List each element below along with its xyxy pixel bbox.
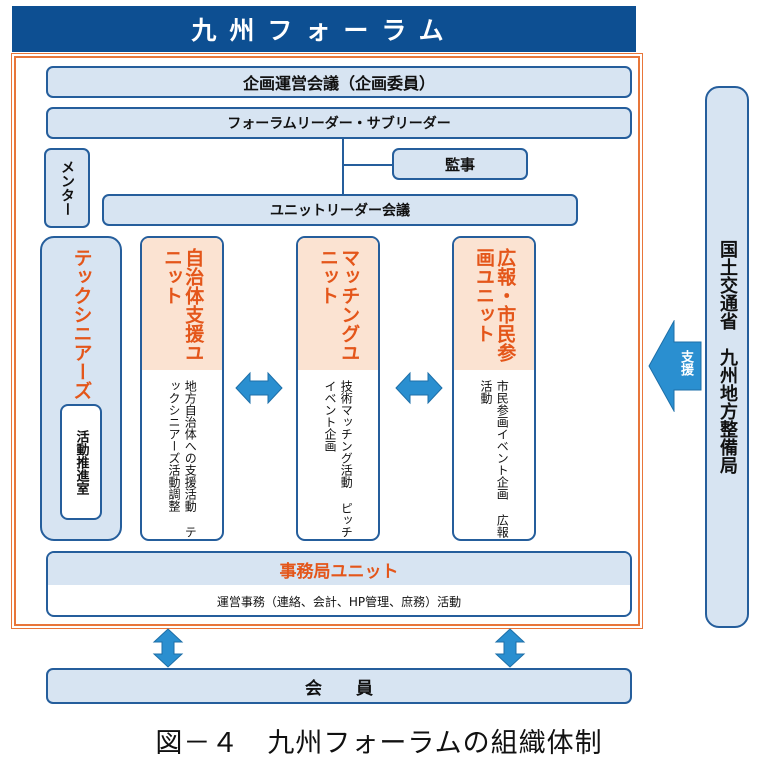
unit-matching: マッチングユニット 技術マッチング活動 ピッチイベント企画 (296, 236, 380, 541)
unit-pr-body: 市民参画イベント企画 広報活動 (454, 370, 534, 539)
secretariat-body: 運営事務（連絡、会計、HP管理、庶務）活動 (48, 585, 630, 615)
vertical-double-arrow-icon (494, 628, 526, 668)
secretariat-header: 事務局ユニット (48, 553, 630, 585)
figure-caption-text: 図－４ 九州フォーラムの組織体制 (155, 727, 603, 759)
unit-pr-desc: 市民参画イベント企画 広報活動 (479, 380, 510, 538)
auditor-label: 監事 (444, 155, 475, 174)
vertical-double-arrow-icon (152, 628, 184, 668)
support-label: 支援 (678, 350, 693, 376)
mentor-label: メンター (59, 160, 75, 216)
unit-leader-council-label: ユニットリーダー会議 (270, 203, 410, 219)
forum-frame (11, 53, 643, 629)
secretariat-title: 事務局ユニット (279, 561, 399, 582)
unit-pr-header: 広報・市民参画ユニット (454, 238, 534, 370)
auditor-box: 監事 (392, 148, 528, 180)
secretariat-desc: 運営事務（連絡、会計、HP管理、庶務）活動 (216, 594, 462, 609)
activity-promotion-label: 活動推進室 (73, 429, 89, 495)
unit-municipal-desc: 地方自治体への支援活動 テックシニアーズ活動調整 (167, 380, 198, 538)
unit-municipal-title: 自治体支援ユニット (161, 248, 205, 362)
unit-municipal-support: 自治体支援ユニット 地方自治体への支援活動 テックシニアーズ活動調整 (140, 236, 224, 541)
tech-seniors-label: テックシニアーズ (70, 248, 93, 400)
figure-caption: 図－４ 九州フォーラムの組織体制 (0, 720, 758, 760)
secretariat-box: 事務局ユニット 運営事務（連絡、会計、HP管理、庶務）活動 (46, 551, 632, 617)
support-arrow: 支援 (648, 320, 702, 412)
activity-promotion-box: 活動推進室 (60, 404, 102, 520)
unit-pr-civic: 広報・市民参画ユニット 市民参画イベント企画 広報活動 (452, 236, 536, 541)
double-arrow-icon (235, 371, 283, 405)
unit-matching-body: 技術マッチング活動 ピッチイベント企画 (298, 370, 378, 539)
members-label: 会 員 (305, 678, 373, 699)
unit-matching-header: マッチングユニット (298, 238, 378, 370)
auditor-connector (342, 164, 394, 166)
unit-leader-council-box: ユニットリーダー会議 (102, 194, 578, 226)
unit-pr-title: 広報・市民参画ユニット (473, 248, 517, 362)
trunk-line (342, 138, 344, 196)
double-arrow-icon (395, 371, 443, 405)
unit-municipal-header: 自治体支援ユニット (142, 238, 222, 370)
agency-label: 国土交通省 九州地方整備局 (717, 240, 738, 474)
agency-box: 国土交通省 九州地方整備局 (705, 86, 749, 628)
forum-leaders-box: フォーラムリーダー・サブリーダー (46, 107, 632, 139)
unit-matching-desc: 技術マッチング活動 ピッチイベント企画 (323, 380, 354, 538)
mentor-box: メンター (44, 148, 90, 228)
members-box: 会 員 (46, 668, 632, 704)
planning-council-box: 企画運営会議（企画委員） (46, 66, 632, 98)
forum-title: 九州フォーラム (191, 16, 457, 45)
unit-municipal-body: 地方自治体への支援活動 テックシニアーズ活動調整 (142, 370, 222, 539)
forum-title-bar: 九州フォーラム (12, 6, 636, 52)
forum-leaders-label: フォーラムリーダー・サブリーダー (227, 116, 451, 132)
left-arrow-icon (648, 320, 702, 412)
unit-matching-title: マッチングユニット (317, 248, 361, 362)
planning-council-label: 企画運営会議（企画委員） (242, 74, 435, 93)
